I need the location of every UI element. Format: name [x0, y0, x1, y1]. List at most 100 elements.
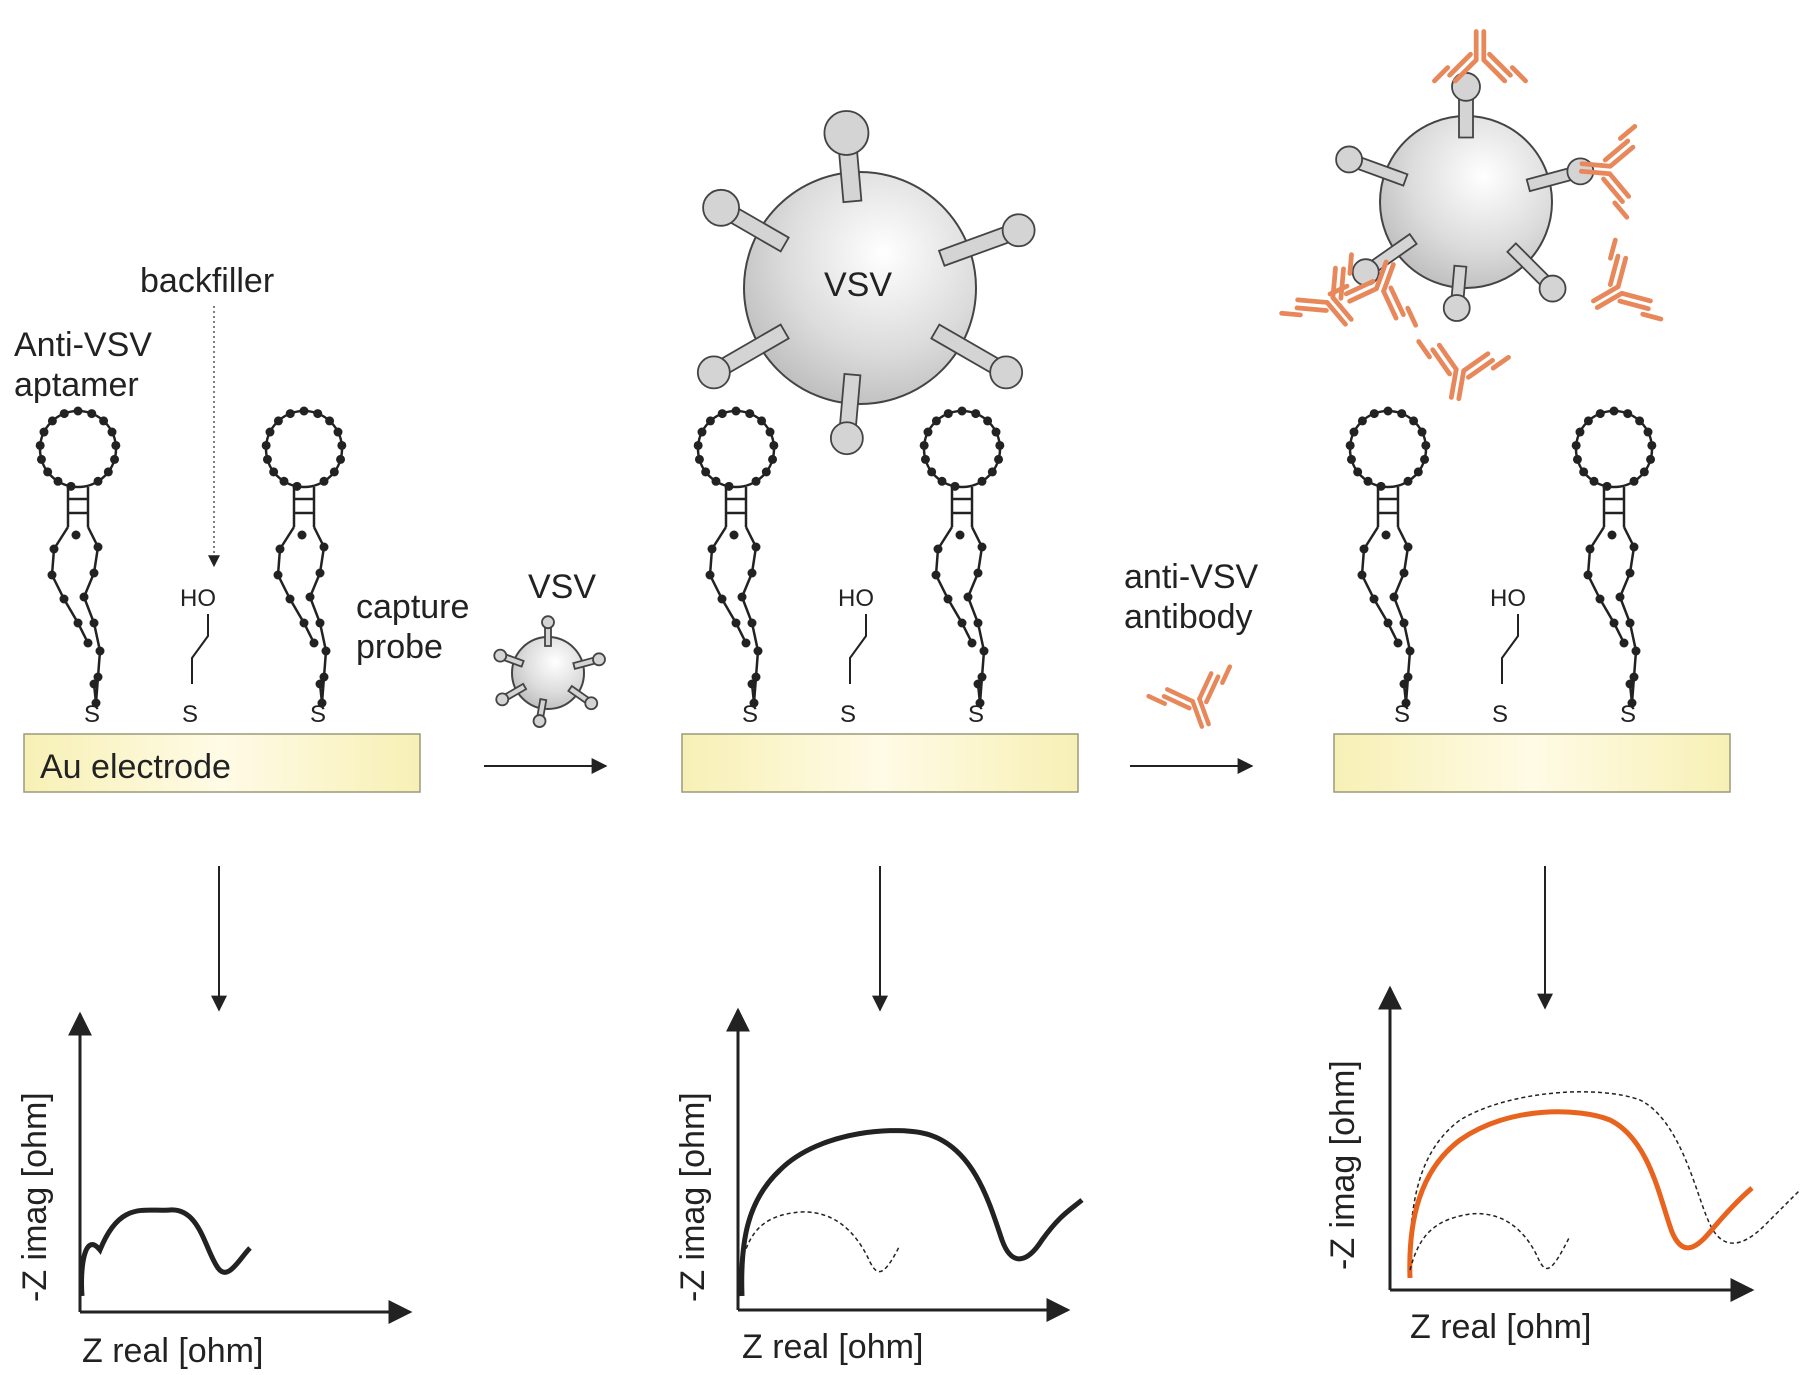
nucleotide-dot [49, 544, 59, 554]
glycoprotein-head [584, 696, 599, 711]
nucleotide-dot [47, 416, 57, 426]
nucleotide-dot [1615, 592, 1625, 602]
nucleotide-dot [93, 542, 103, 552]
antibody-chain [1220, 664, 1233, 686]
ho-label: HO [180, 585, 216, 612]
nucleotide-dot [761, 467, 771, 477]
nucleotide-dot [93, 476, 103, 486]
plot-3-virus-curve [1409, 1091, 1801, 1279]
nucleotide-dot [299, 406, 309, 416]
alkyl-chain [191, 614, 209, 684]
antibody-chain [1416, 339, 1432, 360]
antibody-chain [1509, 65, 1528, 84]
aptamer-strand [708, 526, 748, 644]
antibody-chain [1481, 57, 1508, 84]
plot-2-impedance-curve [739, 1128, 1084, 1297]
antibody-chain [1608, 237, 1618, 261]
nucleotide-dot [1345, 440, 1355, 450]
nucleotide-dot [943, 594, 953, 604]
plot-3-antibody-curve [1407, 1109, 1754, 1279]
antibody-chain [1161, 694, 1192, 711]
nucleotide-dot [89, 568, 99, 578]
nucleotide-dot [973, 568, 983, 578]
sulfur-label: S [968, 701, 984, 728]
backfiller-molecule: HOS [180, 585, 216, 728]
sulfur-label: S [1394, 701, 1410, 728]
antibody-chain [1490, 354, 1511, 371]
antibody-chain [1607, 253, 1621, 287]
nucleotide-dot [1409, 416, 1419, 426]
nucleotide-dot [1575, 427, 1585, 437]
nucleotide-dot [1399, 679, 1409, 689]
nucleotide-dot [1646, 454, 1656, 464]
glycoprotein-head [989, 355, 1024, 390]
nucleotide-dot [1346, 454, 1356, 464]
nucleotide-dot [694, 454, 704, 464]
aptamer-strand [1360, 526, 1400, 644]
panel-1: backfiller Anti-VSV aptamer capture prob… [14, 262, 469, 793]
antibody-chain [1327, 283, 1350, 297]
antibody-chain [1388, 285, 1406, 318]
nucleotide-dot [979, 646, 989, 656]
nucleotide-dot [35, 440, 45, 450]
nucleotide-dot [297, 530, 307, 540]
ho-label: HO [838, 585, 874, 612]
nucleotide-dot [943, 409, 953, 419]
bound-antibodies [1279, 29, 1664, 402]
aptamer-probe: S [1571, 406, 1657, 728]
plot-1-impedance-curve [79, 1207, 252, 1297]
glycoprotein-head [1335, 145, 1364, 174]
nucleotide-dot [103, 467, 113, 477]
antibody-icon [1591, 237, 1664, 322]
nucleotide-dot [977, 542, 987, 552]
nucleotide-dot [1589, 476, 1599, 486]
antibody-chain [1430, 347, 1453, 377]
nucleotide-dot [273, 570, 283, 580]
nucleotide-dot [1595, 594, 1605, 604]
nucleotide-dot [1413, 467, 1423, 477]
plot-2-baseline-curve [741, 1211, 901, 1273]
alkyl-chain [849, 614, 867, 684]
plot-2-x-label: Z real [ohm] [742, 1328, 923, 1366]
au-electrode [23, 733, 421, 793]
antibody-chain [1436, 342, 1459, 372]
antibody-chain [1640, 311, 1664, 322]
nucleotide-dot [336, 454, 346, 464]
nucleotide-dot [753, 646, 763, 656]
bound-vsv-virus [696, 110, 1036, 456]
nucleotide-dot [963, 592, 973, 602]
nucleotide-dot [745, 409, 755, 419]
plot-1-y-label: -Z imag [ohm] [16, 1092, 54, 1302]
backfiller-molecule: HOS [838, 585, 874, 728]
nucleotide-dot [1421, 440, 1431, 450]
antibody-chain [1607, 144, 1636, 169]
antibody-chain [1465, 357, 1495, 380]
nucleotide-dot [977, 476, 987, 486]
nucleotide-dot [705, 570, 715, 580]
nucleotide-dot [1647, 440, 1657, 450]
nucleotide-dot [1625, 618, 1635, 628]
nucleotide-dot [1363, 476, 1373, 486]
nucleotide-dot [273, 416, 283, 426]
nucleotide-dot [1393, 638, 1403, 648]
antibody-chain [1432, 65, 1451, 84]
nucleotide-dot [927, 467, 937, 477]
virus-body [743, 171, 977, 405]
nucleotide-dot [1571, 440, 1581, 450]
nucleotide-dot [95, 646, 105, 656]
nucleotide-dot [1417, 427, 1427, 437]
nucleotide-dot [279, 476, 289, 486]
antibody-icon [1327, 259, 1419, 328]
nucleotide-dot [711, 476, 721, 486]
nucleotide-dot [89, 618, 99, 628]
nucleotide-dot [47, 570, 57, 580]
glycoprotein-head [541, 615, 555, 630]
nucleotide-dot [43, 467, 53, 477]
au-electrode [681, 733, 1079, 793]
nucleotide-dot [1399, 568, 1409, 578]
nyquist-plot-2: Z real [ohm] -Z imag [ohm] [674, 1007, 1084, 1366]
nucleotide-dot [1607, 530, 1617, 540]
nucleotide-dot [1357, 416, 1367, 426]
small-vsv-virus [493, 615, 606, 728]
nucleotide-dot [1401, 698, 1411, 708]
